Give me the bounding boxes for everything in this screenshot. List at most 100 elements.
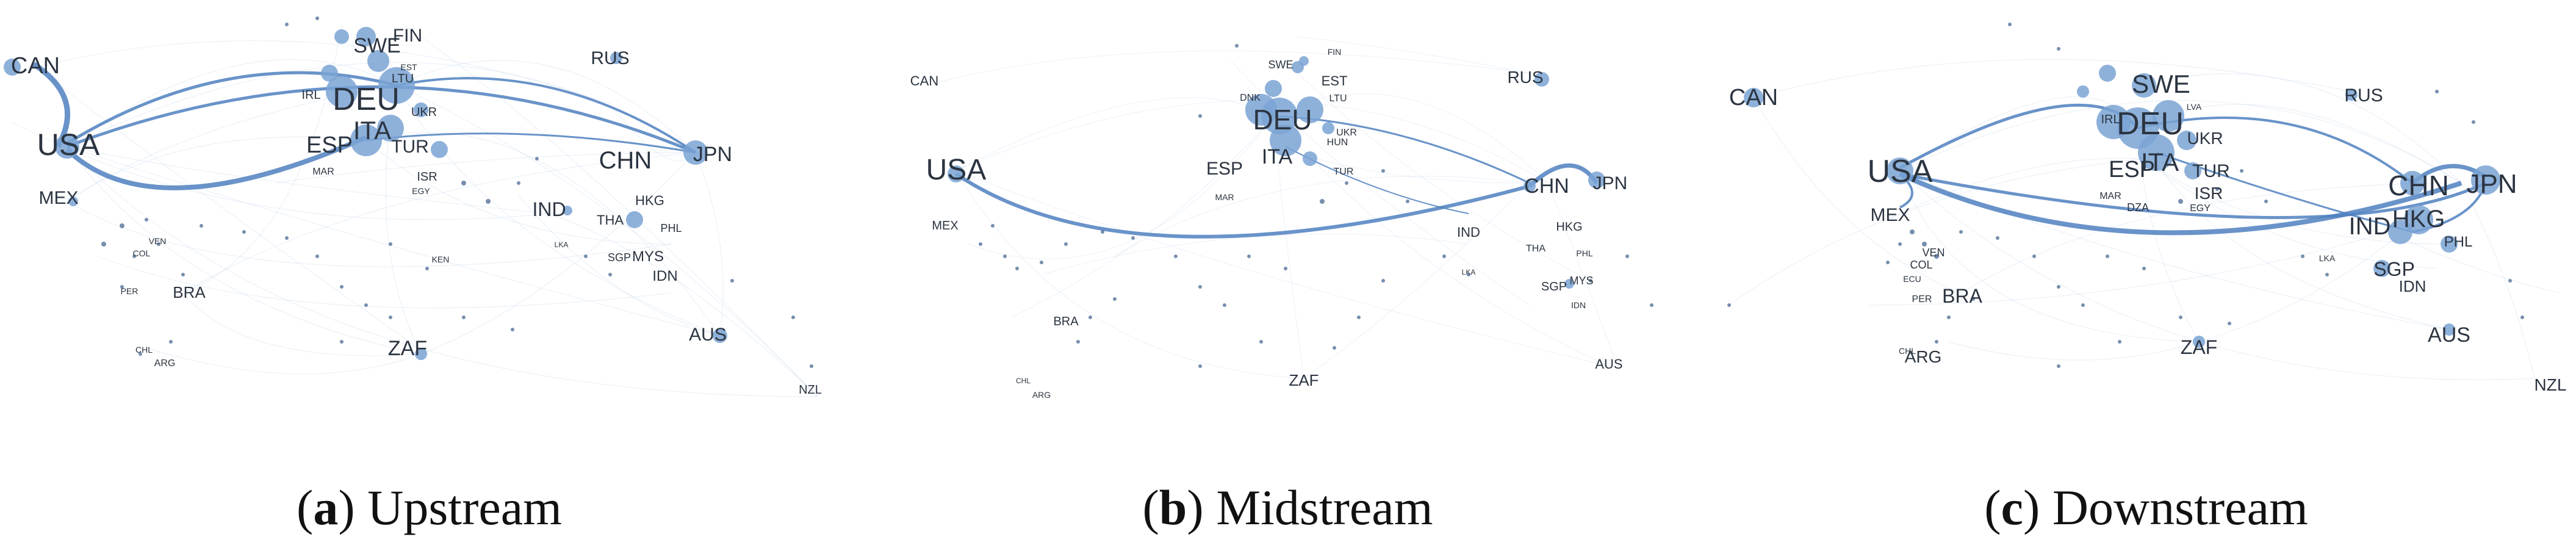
node-label: PHL — [2444, 234, 2473, 250]
node-label: SWE — [2132, 70, 2190, 98]
panel-a: FIN SWE CAN RUS EST LTU IRL DEU UKR ITA … — [0, 0, 858, 559]
node-label: EGY — [412, 186, 430, 196]
node-label: THA — [1526, 243, 1545, 254]
node-label: PER — [1912, 294, 1932, 305]
node-label: UKR — [2187, 129, 2223, 148]
node-label: FIN — [1328, 47, 1342, 57]
node-label: TUR — [391, 137, 429, 157]
node-label: ZAF — [1289, 371, 1319, 389]
node-label: LTU — [1329, 93, 1347, 104]
node-label: KEN — [432, 254, 450, 264]
node-label: EST — [400, 62, 417, 72]
node-label: ESP — [306, 132, 353, 158]
node-label: LVA — [2187, 102, 2202, 112]
node-label: CHN — [1524, 175, 1569, 198]
node-label: CAN — [1729, 85, 1778, 110]
node-label: SGP — [2373, 258, 2415, 280]
node-label: THA — [597, 212, 624, 228]
node-label: HUN — [1327, 137, 1348, 148]
node-label: IRL — [2101, 113, 2120, 126]
node-label: COL — [1910, 259, 1932, 271]
node-label: MEX — [38, 188, 78, 208]
node-label: SGP — [608, 251, 631, 264]
panel-c: SWE CAN RUS LVA IRL DEU UKR USA ITA ESP … — [1717, 0, 2575, 559]
node-label: PHL — [660, 222, 682, 234]
node-label: LKA — [1462, 268, 1476, 276]
node-label: MAR — [2099, 191, 2121, 201]
node-label: IRL — [301, 88, 320, 102]
node-label: BRA — [1942, 285, 1982, 307]
node-label: ESP — [2109, 157, 2155, 182]
node-label: DEU — [1253, 104, 1312, 135]
country-labels: FIN SWE CAN EST RUS DNK LTU DEU HUN UKR … — [910, 47, 1628, 400]
node-label: EST — [1322, 73, 1348, 88]
node-label: DEU — [2117, 106, 2184, 142]
node-label: USA — [926, 154, 987, 186]
node-label: UKR — [411, 106, 437, 119]
node-label: LKA — [555, 240, 569, 249]
node-label: NZL — [799, 383, 822, 397]
node-label: ARG — [1032, 390, 1051, 400]
country-labels: SWE CAN RUS LVA IRL DEU UKR USA ITA ESP … — [1729, 70, 2567, 394]
node-label: TUR — [2192, 161, 2230, 181]
node-label: CHL — [1899, 346, 1916, 356]
node-label: VEN — [1922, 247, 1945, 259]
node-label: BRA — [173, 283, 206, 301]
node-label: SGP — [1541, 280, 1567, 294]
network-nodes — [4, 16, 813, 368]
node-label: MYS — [632, 248, 664, 265]
node-label: HKG — [1556, 220, 1582, 234]
node-label: IND — [532, 198, 566, 220]
node-label: PER — [121, 286, 139, 296]
network-graph-a: FIN SWE CAN RUS EST LTU IRL DEU UKR ITA … — [4, 16, 822, 397]
network-nodes — [948, 44, 1653, 368]
caption-c: (c) Downstream — [1984, 480, 2308, 535]
node-label: MAR — [312, 167, 334, 177]
node-label: ISR — [417, 170, 437, 184]
node-label: TUR — [1334, 167, 1354, 177]
faint-edges — [12, 24, 818, 397]
node-label: CHN — [2388, 170, 2449, 201]
network-nodes — [1727, 23, 2524, 368]
node-label: BRA — [1053, 315, 1079, 328]
node-label: IND — [2349, 213, 2391, 240]
node-label: ITA — [353, 116, 391, 145]
node-label: MYS — [1569, 275, 1593, 287]
node-label: CHN — [599, 147, 652, 174]
node-label: ESP — [1206, 159, 1243, 179]
node-label: FIN — [393, 26, 422, 46]
node-label: DEU — [333, 82, 400, 117]
node-label: AUS — [1595, 356, 1622, 372]
node-label: IDN — [2399, 277, 2427, 295]
node-label: MEX — [932, 219, 958, 233]
node-label: ISR — [2195, 184, 2223, 203]
node-label: IDN — [1571, 300, 1586, 310]
node-label: CAN — [11, 53, 60, 79]
caption-a: (a) Upstream — [297, 480, 562, 535]
node-label: RUS — [1507, 68, 1543, 87]
node-label: IDN — [652, 268, 677, 284]
node-label: NZL — [2535, 375, 2567, 394]
node-label: LKA — [2319, 253, 2336, 263]
node-label: EGY — [2190, 203, 2211, 214]
node-label: VEN — [149, 236, 167, 246]
node-label: MAR — [1215, 192, 1234, 202]
network-graph-b: FIN SWE CAN EST RUS DNK LTU DEU HUN UKR … — [910, 36, 1653, 400]
node-label: ECU — [1903, 274, 1921, 284]
node-label: UKR — [1336, 128, 1357, 138]
node-label: JPN — [1593, 173, 1628, 193]
node-label: AUS — [689, 325, 727, 345]
country-labels: FIN SWE CAN RUS EST LTU IRL DEU UKR ITA … — [11, 26, 822, 397]
node-label: LTU — [392, 72, 414, 85]
node-label: ARG — [154, 358, 176, 369]
node-label: DZA — [2127, 201, 2149, 214]
node-label: DNK — [1240, 93, 1261, 103]
node-label: RUS — [2344, 85, 2383, 106]
node-label: SWE — [353, 34, 400, 57]
network-graph-c: SWE CAN RUS LVA IRL DEU UKR USA ITA ESP … — [1727, 23, 2567, 394]
node-label: MEX — [1870, 205, 1910, 225]
node-label: USA — [37, 128, 100, 162]
node-label: HKG — [635, 193, 664, 208]
node-label: COL — [133, 248, 151, 258]
